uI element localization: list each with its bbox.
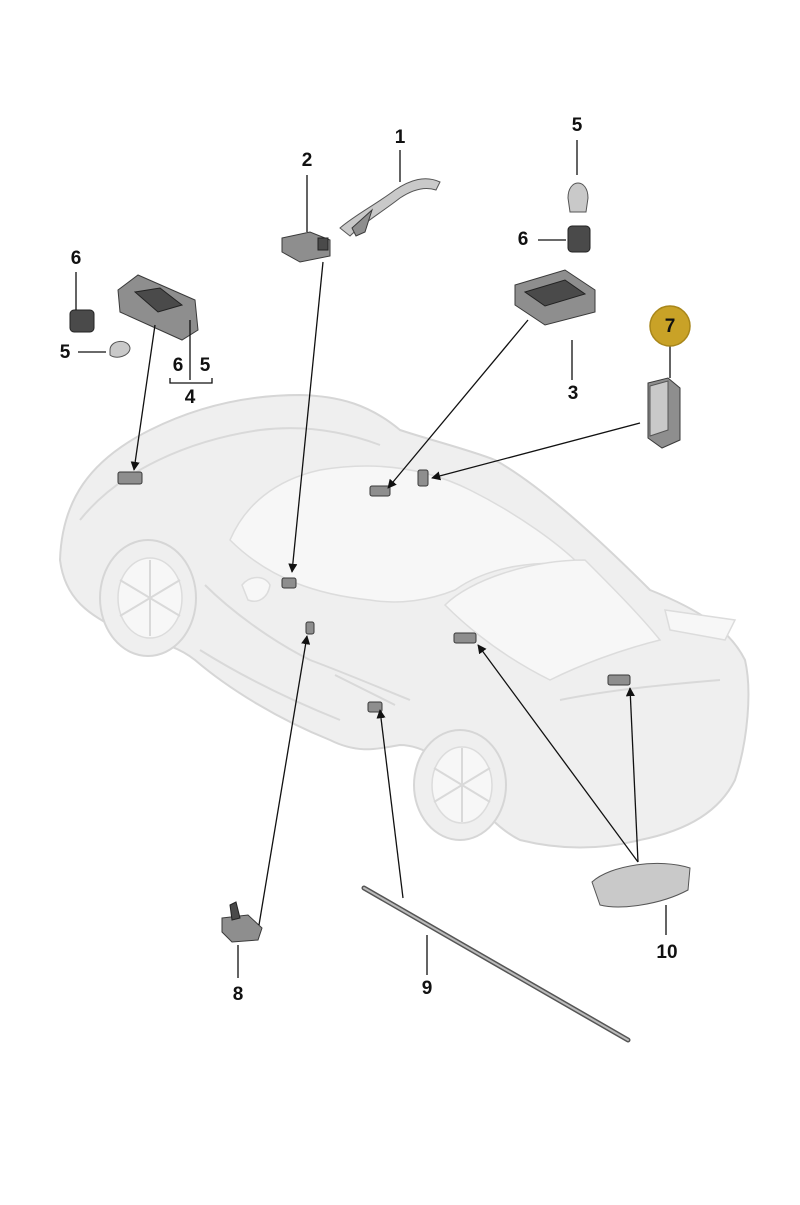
callout-7-badge xyxy=(649,305,691,347)
fitted-markers xyxy=(117,469,631,713)
part-1-curved-strip[interactable] xyxy=(339,178,441,237)
callout-2[interactable]: 2 xyxy=(302,150,313,171)
part-5-bulb-left[interactable] xyxy=(109,341,131,358)
leader-lines xyxy=(75,140,671,978)
part-9-light-strip[interactable] xyxy=(361,885,631,1043)
callout-6-left[interactable]: 6 xyxy=(71,248,82,269)
callout-8[interactable]: 8 xyxy=(233,984,244,1005)
part-3-housing[interactable] xyxy=(514,269,596,326)
callouts: 1 2 3 4 5 5 5 6 6 6 7 8 9 10 xyxy=(60,115,691,1005)
callout-5-left[interactable]: 5 xyxy=(60,342,71,363)
part-6-socket-top[interactable] xyxy=(567,225,591,253)
callout-9[interactable]: 9 xyxy=(422,978,433,999)
callout-6-bracket[interactable]: 6 xyxy=(173,355,184,376)
part-10-plate-lamp[interactable] xyxy=(591,862,691,908)
part-2-sensor[interactable] xyxy=(281,231,331,263)
callout-5-bracket[interactable]: 5 xyxy=(200,355,211,376)
callout-1[interactable]: 1 xyxy=(395,127,406,148)
callout-7[interactable]: 7 xyxy=(665,316,676,337)
car-body xyxy=(58,393,750,849)
callout-3[interactable]: 3 xyxy=(568,383,579,404)
callout-6-top[interactable]: 6 xyxy=(518,229,529,250)
callout-7-highlight[interactable]: 7 xyxy=(649,305,691,347)
part-7-control-unit[interactable] xyxy=(647,377,681,449)
callout-5-top[interactable]: 5 xyxy=(572,115,583,136)
callout-10[interactable]: 10 xyxy=(656,942,677,963)
part-8-switch[interactable] xyxy=(221,901,263,943)
part-6-socket-left[interactable] xyxy=(69,309,95,333)
callout-4[interactable]: 4 xyxy=(185,387,196,408)
part-5-bulb-top[interactable] xyxy=(567,182,589,213)
part-4-lamp-housing[interactable] xyxy=(117,274,199,341)
